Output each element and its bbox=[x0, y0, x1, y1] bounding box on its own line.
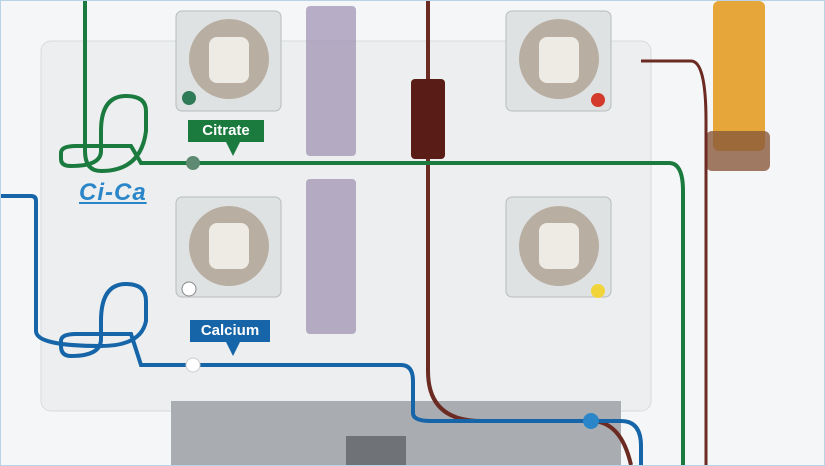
pump-bottom-right bbox=[505, 196, 612, 298]
filter-bottom bbox=[306, 179, 356, 334]
calcium-line bbox=[1, 194, 643, 465]
pump-bottom-left bbox=[175, 196, 282, 298]
syringe bbox=[713, 1, 765, 151]
pump-top-left bbox=[175, 10, 282, 112]
calcium-label: Calcium bbox=[190, 320, 270, 342]
calcium-junction bbox=[185, 357, 201, 373]
drip-chamber bbox=[411, 79, 445, 159]
calcium-connector bbox=[583, 413, 599, 429]
citrate-arrow-icon bbox=[226, 142, 240, 156]
citrate-line bbox=[59, 1, 685, 465]
pump-top-right bbox=[505, 10, 612, 112]
ci-ca-logo: Ci-Ca bbox=[79, 179, 147, 206]
calcium-arrow-icon bbox=[226, 342, 240, 356]
blood-line-return bbox=[641, 59, 708, 465]
citrate-junction bbox=[186, 156, 200, 170]
syringe-chamber bbox=[706, 131, 770, 171]
fan-grille bbox=[346, 436, 406, 465]
filter-top bbox=[306, 6, 356, 156]
citrate-label: Citrate bbox=[188, 120, 264, 142]
